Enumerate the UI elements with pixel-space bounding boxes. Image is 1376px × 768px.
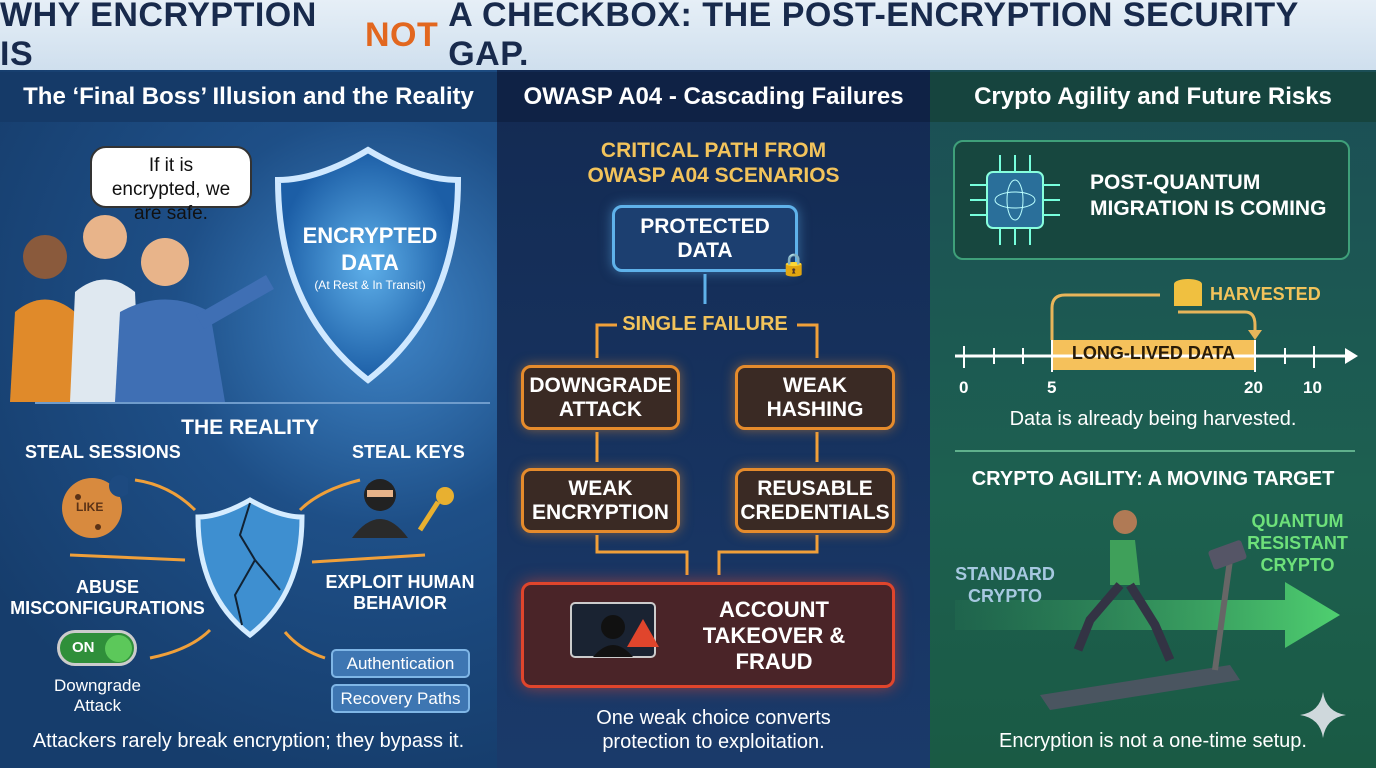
quantum-chip-icon <box>970 155 1060 245</box>
sparkle-icon <box>1300 692 1346 738</box>
divider <box>35 402 490 404</box>
long-lived-data-label: LONG-LIVED DATA <box>1071 343 1236 363</box>
cookie-icon <box>62 475 128 538</box>
lock-icon: 🔒 <box>780 252 808 277</box>
recovery-paths-tag: Recovery Paths <box>331 684 470 713</box>
shield-subtitle: (At Rest & In Transit) <box>314 278 426 292</box>
reusable-credentials-box: REUSABLE CREDENTIALS <box>735 468 895 533</box>
tick-10: 10 <box>1303 378 1322 397</box>
toggle-switch[interactable]: ON <box>57 630 137 666</box>
treadmill-runner-icon <box>1040 510 1247 710</box>
authentication-tag: Authentication <box>331 649 470 678</box>
shield-title: ENCRYPTED DATA <box>302 223 438 275</box>
attack-arrows <box>69 478 426 660</box>
right-caption: Encryption is not a one-time setup. <box>999 730 1307 752</box>
hacker-monitor-icon <box>570 602 659 658</box>
right-header: Crypto Agility and Future Risks <box>930 72 1376 122</box>
exploit-label: EXPLOIT HUMAN BEHAVIOR <box>325 572 475 613</box>
steal-sessions-label: STEAL SESSIONS <box>25 442 181 462</box>
shield-icon <box>274 146 462 384</box>
downgrade-label: Downgrade Attack <box>54 676 141 715</box>
left-header: The ‘Final Boss’ Illusion and the Realit… <box>0 72 497 122</box>
middle-header: OWASP A04 - Cascading Failures <box>497 72 930 122</box>
agility-heading: CRYPTO AGILITY: A MOVING TARGET <box>971 468 1335 490</box>
timeline-caption: Data is already being harvested. <box>1009 408 1297 430</box>
tick-20: 20 <box>1244 378 1263 397</box>
cookie-label: LIKE <box>76 500 104 514</box>
quantum-resistant-label: QUANTUM RESISTANT CRYPTO <box>1247 511 1348 575</box>
abuse-label: ABUSE MISCONFIGURATIONS <box>10 577 205 618</box>
reality-heading: THE REALITY <box>181 416 319 439</box>
harvested-label: HARVESTED <box>1210 284 1321 304</box>
post-quantum-text: POST-QUANTUM MIGRATION IS COMING <box>1090 171 1327 220</box>
downgrade-attack-box: DOWNGRADE ATTACK <box>521 365 680 430</box>
standard-crypto-label: STANDARD CRYPTO <box>955 564 1055 606</box>
thief-key-icon <box>352 479 454 538</box>
account-takeover-box: ACCOUNT TAKEOVER & FRAUD <box>521 582 895 688</box>
single-failure-label: SINGLE FAILURE <box>622 313 788 335</box>
tick-0: 0 <box>959 378 969 397</box>
tick-5: 5 <box>1047 378 1057 397</box>
flow-arrows <box>595 274 819 575</box>
left-caption: Attackers rarely break encryption; they … <box>32 730 465 752</box>
timeline <box>955 279 1358 372</box>
divider <box>955 450 1355 452</box>
people-illustration <box>10 215 274 402</box>
protected-data-box: PROTECTED DATA <box>612 205 798 272</box>
speech-bubble: If it is encrypted, we are safe. <box>90 146 252 224</box>
title-highlight: NOT <box>364 15 439 54</box>
weak-encryption-box: WEAK ENCRYPTION <box>521 468 680 533</box>
weak-hashing-box: WEAK HASHING <box>735 365 895 430</box>
steal-keys-label: STEAL KEYS <box>352 442 465 462</box>
broken-shield-icon <box>195 497 305 639</box>
